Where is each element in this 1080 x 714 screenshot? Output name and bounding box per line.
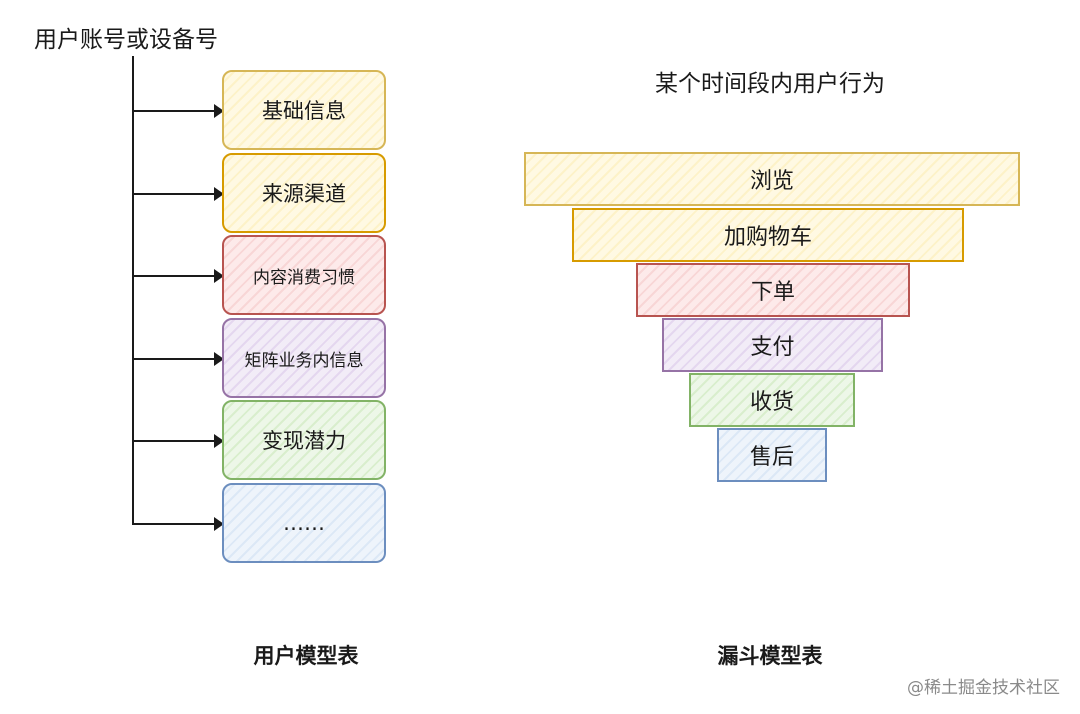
watermark: @稀土掘金技术社区 — [907, 678, 1060, 698]
funnel-stage-receive: 收货 — [689, 373, 855, 427]
funnel-stage-browse: 浏览 — [524, 152, 1020, 206]
attr-box-consumption-habits: 内容消费习惯 — [222, 235, 386, 315]
left-caption: 用户模型表 — [253, 644, 359, 668]
arrow-connector — [132, 434, 224, 448]
arrow-connector — [132, 104, 224, 118]
attr-box-monetization-potential: 变现潜力 — [222, 400, 386, 480]
funnel-stage-add-to-cart: 加购物车 — [572, 208, 964, 262]
funnel-title: 某个时间段内用户行为 — [655, 71, 885, 97]
tree-trunk-line — [132, 56, 134, 524]
attr-box-source-channel: 来源渠道 — [222, 153, 386, 233]
funnel-stage-after-sales: 售后 — [717, 428, 827, 482]
root-label: 用户账号或设备号 — [34, 27, 218, 53]
arrow-connector — [132, 269, 224, 283]
right-caption: 漏斗模型表 — [717, 644, 823, 668]
attr-box-basic-info: 基础信息 — [222, 70, 386, 150]
arrow-connector — [132, 517, 224, 531]
funnel-stage-order: 下单 — [636, 263, 910, 317]
arrow-connector — [132, 187, 224, 201]
arrow-connector — [132, 352, 224, 366]
funnel-stage-pay: 支付 — [662, 318, 883, 372]
attr-box-more: …… — [222, 483, 386, 563]
attr-box-matrix-business-info: 矩阵业务内信息 — [222, 318, 386, 398]
